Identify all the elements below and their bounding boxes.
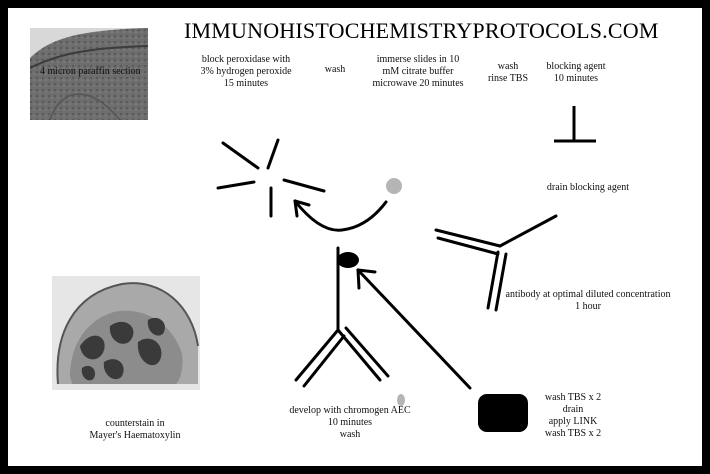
blocking-agent-symbol (554, 106, 596, 141)
grey-dot-large (386, 178, 402, 194)
diagram-artwork (8, 8, 702, 466)
link-arrow (358, 270, 470, 388)
retrieval-arrow (295, 201, 386, 230)
protocol-diagram: 4 micron paraffin section IMMUNOHISTOCHE… (8, 8, 702, 466)
grey-dot-small (397, 394, 405, 406)
chromogen-blob-small (337, 252, 359, 268)
primary-antibody (436, 216, 556, 310)
secondary-antibody (296, 248, 388, 386)
link-reagent-block (478, 394, 528, 432)
